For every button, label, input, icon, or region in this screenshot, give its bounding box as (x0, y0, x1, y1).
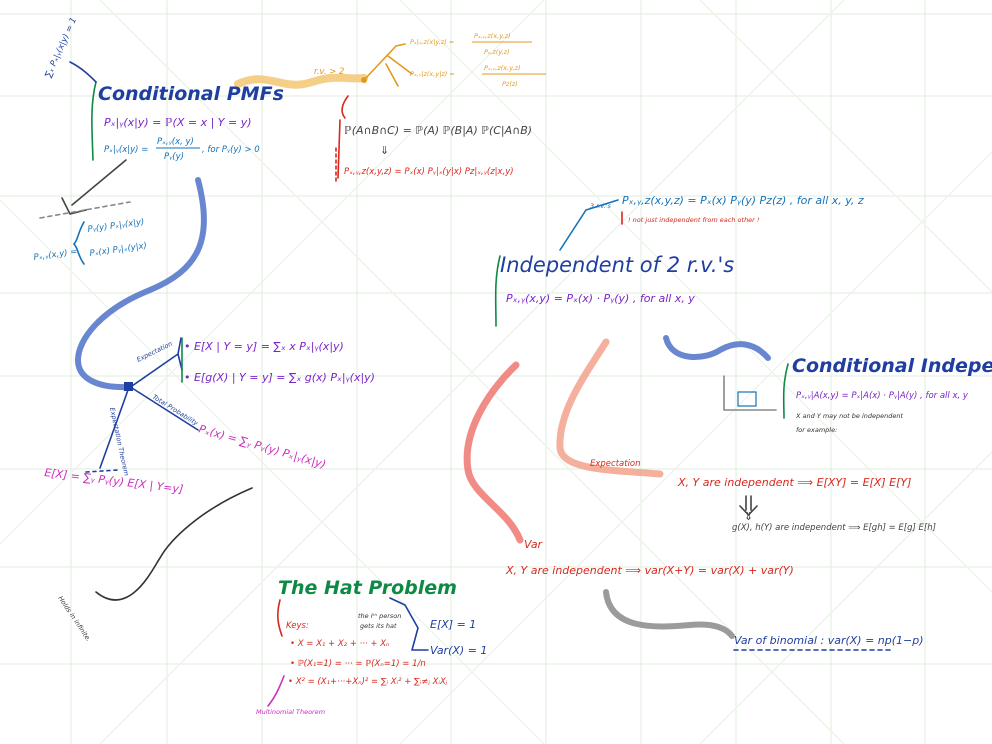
exp-double-arrow (739, 495, 758, 516)
conditional-independent-title: Conditional Independent (792, 355, 992, 377)
label-expectation-right: Expectation (590, 459, 641, 469)
arrow-down-to-joint (61, 159, 127, 215)
hat-key-note-1: the iᵗʰ person (358, 612, 401, 620)
joint-dashed-line (39, 201, 131, 219)
cond-pmf-formula-den: Pᵧ(y) (164, 152, 184, 162)
example-axes (723, 375, 777, 411)
infinite-note-curve (95, 487, 253, 601)
holds-infinite-note: Holds in infinite. (56, 595, 92, 643)
variance-binomial: Var of binomial : var(X) = np(1−p) (734, 634, 924, 647)
cond-expectation-func: • E[g(X) | Y = y] = ∑ₓ g(x) Pₓ|ᵧ(x|y) (184, 371, 375, 384)
conditional-pmfs-title: Conditional PMFs (98, 83, 284, 105)
expectation-function-independence: g(X), h(Y) are independent ⟹ E[gh] = E[g… (732, 523, 936, 533)
hat-key-sum: • X = X₁ + X₂ + ··· + Xₙ (290, 639, 390, 649)
hat-key-square: • X² = (X₁+···+Xₙ)² = ∑ᵢ Xᵢ² + ∑ᵢ≠ⱼ XᵢXⱼ (288, 677, 448, 687)
sum-note: ∑ₓ Pₓ|ᵧ(x|y) = 1 (44, 16, 79, 79)
chain-rule: ℙ(A∩B∩C) = ℙ(A) ℙ(B|A) ℙ(C|A∩B) (344, 124, 532, 137)
cond-indep-example-box (737, 391, 757, 407)
hat-key-probability: • ℙ(X₁=1) = ··· = ℙ(Xₙ=1) = 1/n (290, 659, 426, 669)
three-rvs-branch (559, 199, 619, 251)
hub-node (124, 382, 133, 391)
multinomial-hook (267, 675, 285, 707)
cond3-den: Pᵧ,z(y,z) (484, 48, 510, 56)
cond3-num: Pₓ,ᵧ,z(x,y,z) (474, 32, 511, 40)
hat-variance: Var(X) = 1 (430, 644, 487, 657)
exp-theorem-branch (99, 389, 129, 469)
joint-pmf-form-2: Pₓ(x) Pᵧ|ₓ(y|x) (89, 241, 148, 259)
hat-key-note-2: gets its hat (360, 622, 397, 630)
conditional-independence-example: for example: (796, 426, 837, 434)
expectation-independence: X, Y are independent ⟹ E[XY] = E[X] E[Y] (677, 476, 911, 489)
label-total-probability: Total Probability (151, 393, 200, 428)
independence-three-note: ! not just independent from each other ! (628, 216, 760, 224)
label-var: Var (524, 538, 544, 551)
sum-note-connector (69, 61, 97, 83)
hat-expectation: E[X] = 1 (430, 618, 476, 631)
cond-pmf-formula-condition: , for Pᵧ(y) > 0 (202, 145, 260, 155)
chain-arrow: ⇓ (380, 144, 389, 157)
multinomial-theorem-label: Multinomial Theorem (256, 708, 325, 716)
ribbon-salmon-expectation (556, 338, 664, 478)
rv-gt-2-label: r.v. > 2 (314, 67, 344, 77)
independent-title: Independent of 2 r.v.'s (500, 253, 734, 277)
chain-bracket (337, 119, 341, 179)
hat-branch (389, 597, 429, 651)
ribbon-blue-left (75, 177, 207, 391)
cond-pmf-formula-num: Pₓ,ᵧ(x, y) (157, 137, 194, 147)
left-title-bracket (91, 81, 97, 161)
cond2-num: Pₓ,ᵧ,z(x,y,z) (484, 64, 521, 72)
joint-brace (73, 221, 85, 265)
cond-pmf-formula-lhs: Pₓ|ᵧ(x|y) = (104, 145, 148, 155)
ribbon-yellow-top (234, 73, 368, 89)
exp-theorem-dash (85, 469, 119, 473)
total-prob-branch (131, 387, 199, 431)
cond-expectation: • E[X | Y = y] = ∑ₓ x Pₓ|ᵧ(x|y) (184, 340, 344, 353)
cond2-lhs: Pₓ,ᵧ|z(x,y|z) = (410, 70, 455, 78)
independence-two: Pₓ,ᵧ(x,y) = Pₓ(x) · Pᵧ(y) , for all x, y (506, 292, 695, 305)
variance-independence: X, Y are independent ⟹ var(X+Y) = var(X)… (505, 564, 794, 577)
indep-bracket (494, 255, 501, 327)
chain-red-hook (341, 95, 349, 119)
cond-indep-bracket (782, 363, 789, 419)
rv-junction (361, 77, 367, 83)
cond-pmf-definition: Pₓ|ᵧ(x|y) = ℙ(X = x | Y = y) (104, 116, 252, 129)
cond2-den: Pz(z) (502, 80, 518, 88)
ribbon-red-var (463, 361, 524, 544)
joint-pmf-form-1: Pᵧ(y) Pₓ|ᵧ(x|y) (87, 217, 145, 235)
expectation-arrow: ⇓ (744, 510, 753, 523)
hat-bracket (277, 599, 283, 637)
rv-branch (363, 43, 413, 87)
ribbon-gray-binomial (603, 589, 735, 639)
hat-problem-title: The Hat Problem (278, 577, 457, 599)
three-rvs-label: 3 r.v.'s (590, 202, 612, 210)
ribbon-blue-right (663, 335, 771, 361)
chain-rule-pmf: Pₓ,ᵧ,z(x,y,z) = Pₓ(x) Pᵧ|ₓ(y|x) Pz|ₓ,ᵧ(z… (344, 167, 514, 177)
conditional-independence-formula: Pₓ,ᵧ|A(x,y) = Pₓ|A(x) · Pᵧ|A(y) , for al… (796, 391, 969, 401)
conditional-independence-note: X and Y may not be independent (795, 412, 904, 420)
cond3-lhs: Pₓ|ᵧ,z(x|y,z) = (410, 38, 454, 46)
independence-three: Pₓ,ᵧ,z(x,y,z) = Pₓ(x) Pᵧ(y) Pz(z) , for … (622, 194, 864, 207)
hat-keys-label: Keys: (286, 621, 309, 631)
